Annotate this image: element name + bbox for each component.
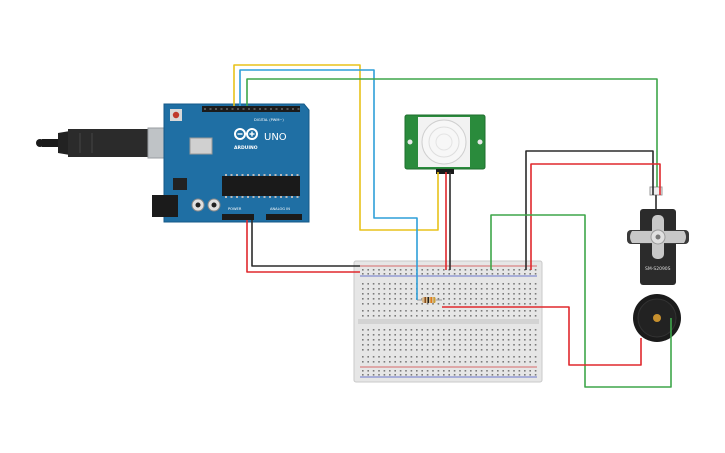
wire-red-buzzer: [442, 306, 642, 366]
power-header-label: POWER: [228, 207, 242, 211]
wire-green-buzzer: [490, 214, 672, 388]
digital-header[interactable]: [202, 106, 300, 112]
analog-header[interactable]: [266, 214, 302, 220]
wire-black-ground: [251, 220, 360, 267]
wire-yellow-signal: [233, 64, 439, 231]
resistor-icon: [417, 297, 442, 303]
arduino-logo-icon: [234, 128, 258, 140]
board-model-label: UNO: [264, 132, 287, 143]
wire-red-servo-power: [530, 163, 661, 270]
power-jack: [152, 195, 178, 217]
analog-header-label: ANALOG IN: [270, 207, 290, 211]
breadboard-center-channel: [358, 319, 539, 324]
servo-motor[interactable]: SM-S2090S: [627, 186, 689, 285]
voltage-regulator: [173, 178, 187, 190]
digital-header-label: DIGITAL (PWM~): [254, 118, 284, 122]
board-brand-label: ARDUINO: [234, 145, 258, 151]
wire-black-servo-ground: [525, 150, 654, 270]
buzzer-icon[interactable]: [633, 294, 681, 342]
pir-dome-icon: [421, 119, 467, 165]
wires: [233, 64, 672, 388]
pir-sensor[interactable]: [404, 114, 486, 174]
usb-cable-icon: [36, 127, 183, 159]
wire-green-servo-signal: [246, 78, 658, 187]
servo-horn-icon: [630, 215, 686, 259]
wire-red-power: [246, 220, 360, 273]
breadboard[interactable]: [353, 260, 543, 383]
pir-pins: [436, 169, 454, 174]
arduino-uno[interactable]: UNO ARDUINO DIGITAL (PWM~) POWER ANALOG …: [36, 103, 310, 223]
servo-model-label: SM-S2090S: [645, 266, 671, 272]
wire-blue-signal: [239, 69, 418, 300]
atmega-chip: [222, 176, 300, 196]
power-header[interactable]: [222, 214, 254, 220]
crystal: [189, 137, 213, 155]
